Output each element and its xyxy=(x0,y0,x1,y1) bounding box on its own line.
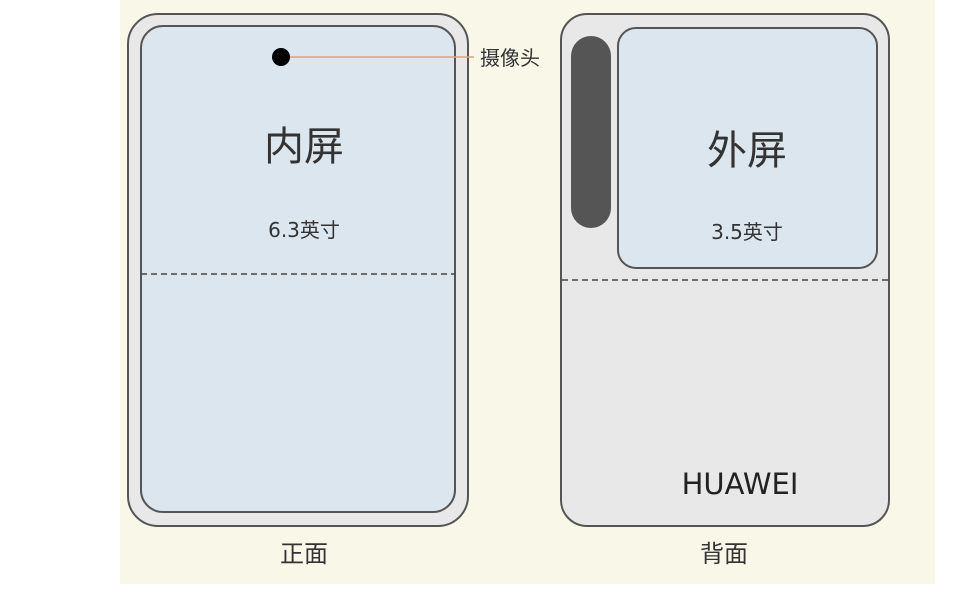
front-camera-icon xyxy=(272,48,290,66)
front-caption: 正面 xyxy=(280,540,328,568)
outer-screen xyxy=(617,27,878,269)
brand-logo: HUAWEI xyxy=(682,467,799,501)
back-caption: 背面 xyxy=(700,540,748,568)
outer-screen-size: 3.5英寸 xyxy=(711,220,783,244)
inner-screen-title: 内屏 xyxy=(264,124,344,170)
inner-screen-size: 6.3英寸 xyxy=(268,218,340,242)
back-view: 外屏 3.5英寸 HUAWEI 背面 xyxy=(560,13,890,568)
outer-screen-title: 外屏 xyxy=(707,128,787,174)
rear-camera-bar xyxy=(571,36,611,228)
inner-screen xyxy=(140,25,456,513)
front-view: 内屏 6.3英寸 正面 xyxy=(127,13,474,568)
camera-label: 摄像头 xyxy=(480,46,540,70)
